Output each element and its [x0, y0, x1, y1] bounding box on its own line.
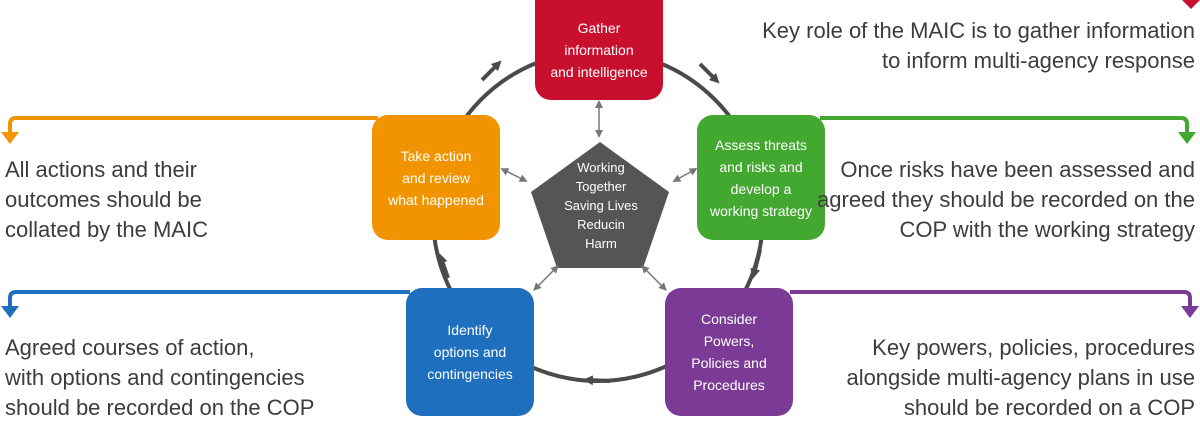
note-gather: Key role of the MAIC is to gather inform…	[762, 18, 1195, 73]
spoke-take-action	[500, 168, 528, 182]
center-label: Working Together Saving Lives Reducin Ha…	[564, 160, 638, 251]
step-assess-label: Assess threats and risks and develop a w…	[710, 136, 812, 219]
note-take-action: All actions and their outcomes should be…	[5, 157, 208, 242]
spoke-consider	[641, 265, 667, 291]
cycle-arrow-gather-to-assess	[698, 62, 720, 84]
step-assess: Assess threats and risks and develop a w…	[697, 115, 825, 240]
leader-green	[820, 116, 1196, 144]
cycle-arrow-consider-to-identify	[583, 375, 611, 386]
cycle-arrow-assess-to-consider	[750, 249, 762, 279]
step-consider: Consider Powers, Policies and Procedures	[665, 288, 793, 416]
step-take-action-label: Take action and review what happened	[388, 147, 484, 208]
leader-purple	[790, 290, 1199, 318]
note-assess: Once risks have been assessed and agreed…	[817, 157, 1195, 242]
note-identify: Agreed courses of action, with options a…	[5, 335, 315, 420]
leader-blue	[1, 290, 410, 318]
cycle-arrow-identify-to-take-action	[437, 253, 450, 279]
cycle-arrow-take-action-to-gather	[480, 60, 502, 82]
spoke-identify	[533, 265, 559, 291]
step-identify-label: Identify options and contingencies	[427, 322, 513, 382]
step-gather: Gather information and intelligence	[535, 0, 663, 100]
step-take-action: Take action and review what happened	[372, 115, 500, 240]
step-identify: Identify options and contingencies	[406, 288, 534, 416]
spoke-assess	[672, 168, 698, 182]
leader-orange	[1, 116, 378, 144]
step-consider-label: Consider Powers, Policies and Procedures	[691, 311, 767, 393]
step-gather-label: Gather information and intelligence	[550, 20, 648, 80]
note-consider: Key powers, policies, procedures alongsi…	[846, 335, 1195, 420]
center-pentagon	[531, 142, 669, 268]
leader-red	[1182, 0, 1200, 9]
